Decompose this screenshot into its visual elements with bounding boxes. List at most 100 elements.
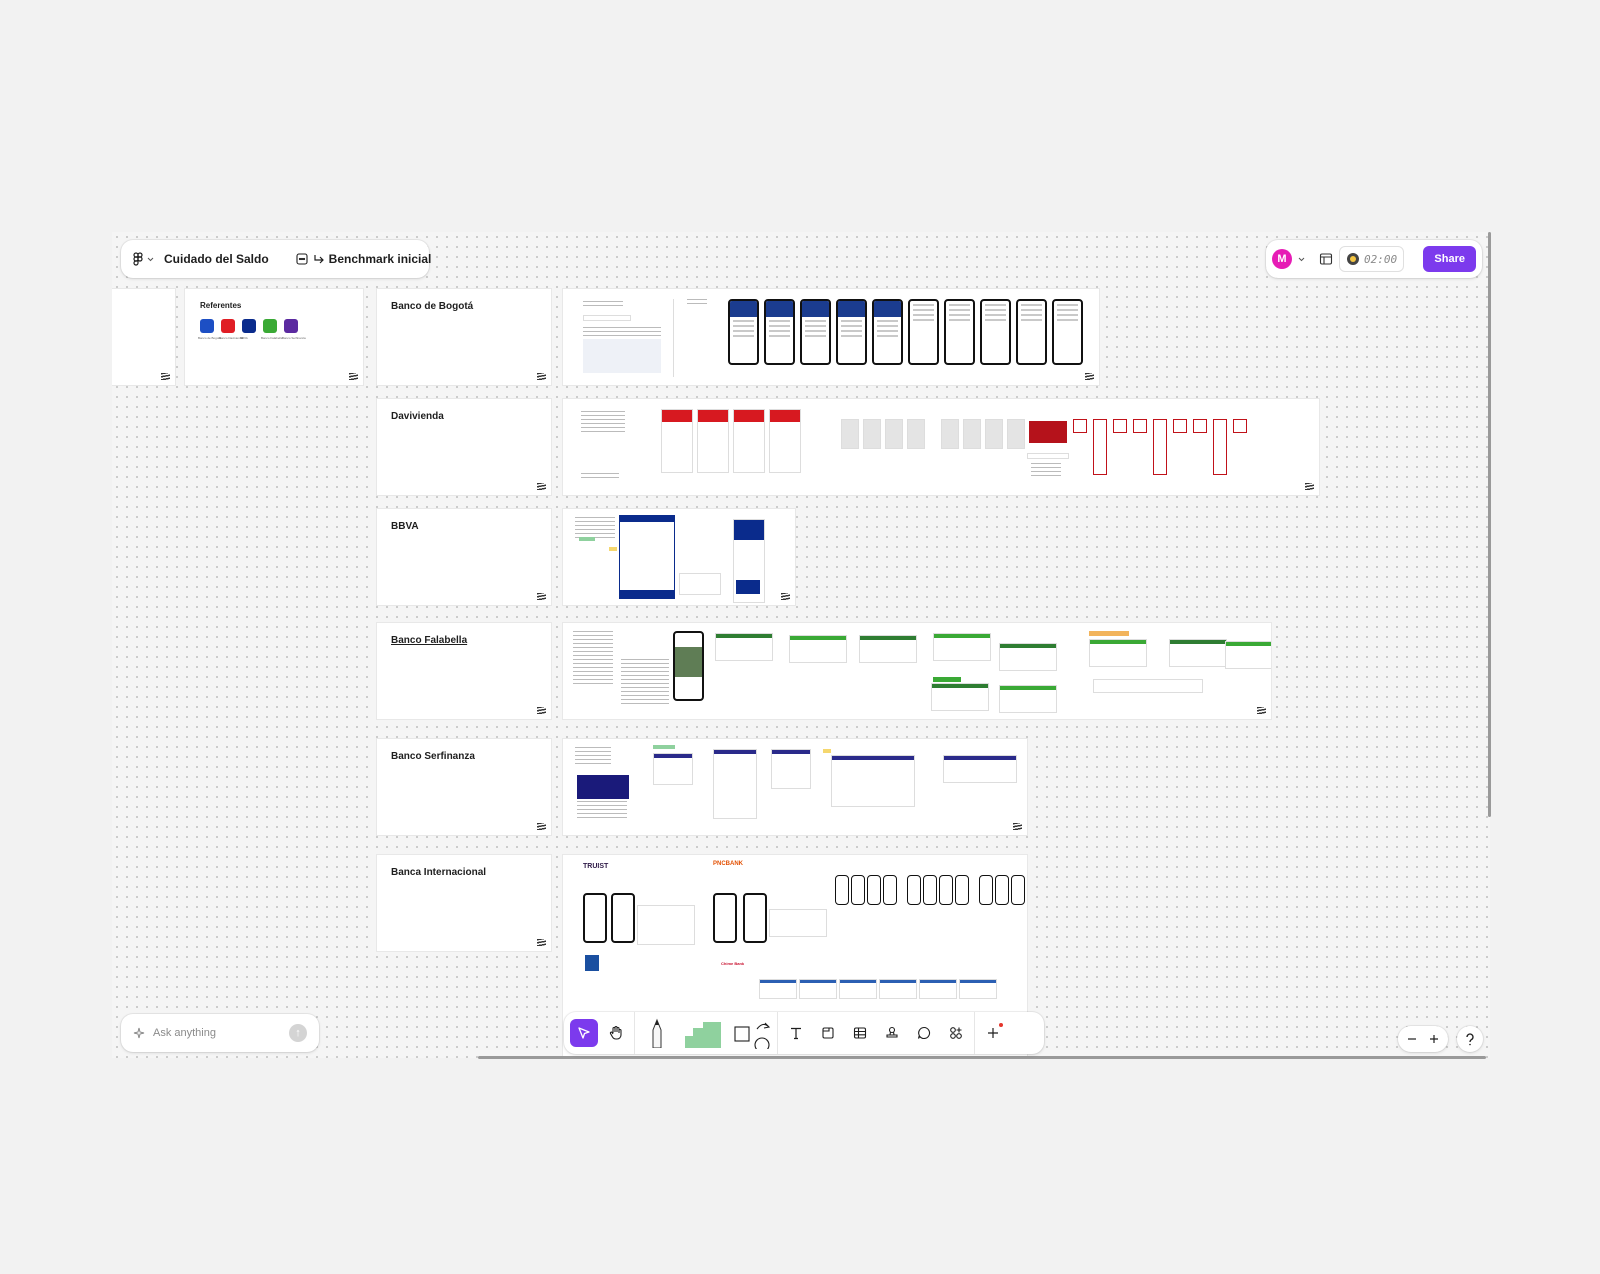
vertical-scrollbar[interactable] [1488, 232, 1491, 817]
content-bogota[interactable] [562, 288, 1100, 386]
share-button[interactable]: Share [1423, 246, 1476, 272]
mockup-phone[interactable] [980, 299, 1011, 365]
web-screen[interactable] [789, 635, 847, 663]
content-serfinanza[interactable] [562, 738, 1028, 836]
ask-input[interactable]: Ask anything [153, 1027, 216, 1039]
zoom-out-button[interactable] [1402, 1029, 1422, 1049]
note-card[interactable] [679, 573, 721, 595]
mockup-phone[interactable] [1016, 299, 1047, 365]
content-bbva[interactable] [562, 508, 796, 606]
mockup-phone[interactable] [939, 875, 953, 905]
section-partial[interactable] [112, 288, 176, 386]
send-button[interactable]: ↑ [289, 1024, 307, 1042]
web-screen[interactable] [1225, 641, 1271, 669]
sticky-note-tool[interactable] [679, 1019, 727, 1048]
web-screen[interactable] [653, 753, 693, 785]
web-screen[interactable] [919, 979, 957, 999]
phone-photo[interactable] [907, 419, 925, 449]
phone-photo[interactable] [841, 419, 859, 449]
mockup-phone[interactable] [743, 893, 767, 943]
table-tool[interactable] [846, 1019, 874, 1047]
note-card[interactable] [1093, 679, 1203, 693]
mockup-phone[interactable] [1027, 875, 1028, 905]
web-screen[interactable] [799, 979, 837, 999]
web-screen[interactable] [859, 635, 917, 663]
screen-thumb[interactable] [1133, 419, 1147, 433]
question-card[interactable] [583, 315, 631, 321]
note-card[interactable] [637, 905, 695, 945]
app-screen[interactable] [661, 409, 693, 473]
mockup-phone[interactable] [800, 299, 831, 365]
ask-bar[interactable]: Ask anything ↑ [121, 1014, 319, 1052]
row-label-internacional[interactable]: Banca Internacional [376, 854, 552, 952]
phone-photo[interactable] [963, 419, 981, 449]
mockup-phone[interactable] [908, 299, 939, 365]
page-selector[interactable]: Benchmark inicial [283, 240, 444, 278]
note-card[interactable] [769, 909, 827, 937]
web-screen[interactable] [831, 755, 915, 807]
web-screen[interactable] [771, 749, 811, 789]
web-screen[interactable] [943, 755, 1017, 783]
mockup-phone[interactable] [923, 875, 937, 905]
falabella-phone[interactable] [673, 631, 704, 701]
web-screen[interactable] [759, 979, 797, 999]
row-label-davivienda[interactable]: Davivienda [376, 398, 552, 496]
mockup-phone[interactable] [944, 299, 975, 365]
web-screen[interactable] [959, 979, 997, 999]
phone-photo[interactable] [885, 419, 903, 449]
web-screen[interactable] [931, 683, 989, 711]
app-screen[interactable] [769, 409, 801, 473]
timer[interactable]: 02:00 [1339, 246, 1405, 272]
mockup-phone[interactable] [979, 875, 993, 905]
bbva-phone[interactable] [733, 519, 765, 603]
app-screen[interactable] [733, 409, 765, 473]
add-tool[interactable] [979, 1019, 1007, 1047]
mockup-phone[interactable] [851, 875, 865, 905]
web-screen[interactable] [713, 749, 757, 819]
phone-photo[interactable] [941, 419, 959, 449]
pen-tool[interactable] [639, 1018, 675, 1048]
app-screen[interactable] [697, 409, 729, 473]
screen-thumb[interactable] [1173, 419, 1187, 433]
screen-thumb[interactable] [1213, 419, 1227, 475]
phone-photo[interactable] [863, 419, 881, 449]
content-falabella[interactable] [562, 622, 1272, 720]
stamp-tool[interactable] [878, 1019, 906, 1047]
row-label-bbva[interactable]: BBVA [376, 508, 552, 606]
mockup-phone[interactable] [583, 893, 607, 943]
web-screen[interactable] [1169, 639, 1227, 667]
phone-photo[interactable] [1007, 419, 1025, 449]
mockup-phone[interactable] [955, 875, 969, 905]
row-label-bogota[interactable]: Banco de Bogotá [376, 288, 552, 386]
help-button[interactable] [1457, 1026, 1483, 1052]
screen-thumb[interactable] [1193, 419, 1207, 433]
bbva-screen[interactable] [619, 515, 675, 599]
section-tool[interactable] [814, 1019, 842, 1047]
file-title[interactable]: Cuidado del Saldo [164, 252, 269, 266]
zoom-in-button[interactable] [1424, 1029, 1444, 1049]
web-screen[interactable] [933, 633, 991, 661]
mockup-phone[interactable] [907, 875, 921, 905]
main-menu-button[interactable] [121, 240, 164, 278]
mockup-phone[interactable] [728, 299, 759, 365]
web-screen[interactable] [879, 979, 917, 999]
mockup-phone[interactable] [883, 875, 897, 905]
mockup-phone[interactable] [764, 299, 795, 365]
screen-thumb[interactable] [1153, 419, 1167, 475]
web-screen[interactable] [999, 685, 1057, 713]
web-screen[interactable] [839, 979, 877, 999]
text-tool[interactable] [782, 1019, 810, 1047]
mockup-phone[interactable] [995, 875, 1009, 905]
mockup-phone[interactable] [611, 893, 635, 943]
content-davivienda[interactable] [562, 398, 1320, 496]
web-screen[interactable] [715, 633, 773, 661]
layout-icon[interactable] [1319, 252, 1333, 266]
comment-tool[interactable] [910, 1019, 938, 1047]
mockup-phone[interactable] [713, 893, 737, 943]
screen-thumb[interactable] [1233, 419, 1247, 433]
mockup-phone[interactable] [836, 299, 867, 365]
hand-tool[interactable] [602, 1019, 630, 1047]
mockup-phone[interactable] [835, 875, 849, 905]
mockup-phone[interactable] [872, 299, 903, 365]
avatar[interactable]: M [1272, 249, 1292, 269]
